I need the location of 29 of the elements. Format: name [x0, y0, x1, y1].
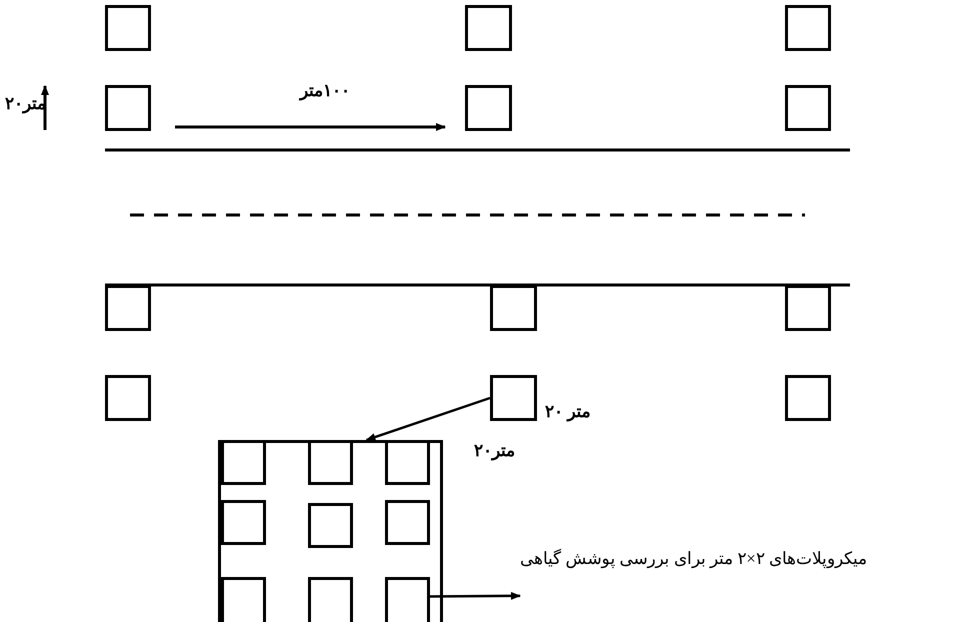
arrow [427, 592, 521, 600]
microplot-square [385, 440, 430, 485]
plot-square [105, 85, 151, 131]
plot-square [490, 375, 537, 421]
arrow [366, 396, 490, 442]
plot-square [785, 85, 831, 131]
microplot-square [308, 503, 353, 548]
microplot-square [385, 577, 430, 622]
dimension-label: ۲۰متر [5, 93, 46, 114]
microplot-square [308, 577, 353, 622]
dimension-label: ۲۰ متر [545, 401, 590, 422]
plot-square [785, 375, 831, 421]
plot-square [105, 375, 151, 421]
plot-square [785, 5, 831, 51]
plot-square [490, 285, 537, 331]
microplot-square [221, 500, 266, 545]
microplot-square [221, 440, 266, 485]
microplot-square [221, 577, 266, 622]
plot-square [785, 285, 831, 331]
enlarged-plot [218, 440, 443, 622]
dimension-label: ۲۰متر [474, 440, 515, 461]
plot-square [465, 5, 512, 51]
plot-square [105, 5, 151, 51]
dimension-label: ۱۰۰متر [300, 80, 350, 101]
microplot-square [385, 500, 430, 545]
plot-square [465, 85, 512, 131]
microplot-square [308, 440, 353, 485]
caption-text: میکروپلات‌های ۲×۲ متر برای بررسی پوشش گیاهی [520, 548, 965, 600]
plot-square [105, 285, 151, 331]
